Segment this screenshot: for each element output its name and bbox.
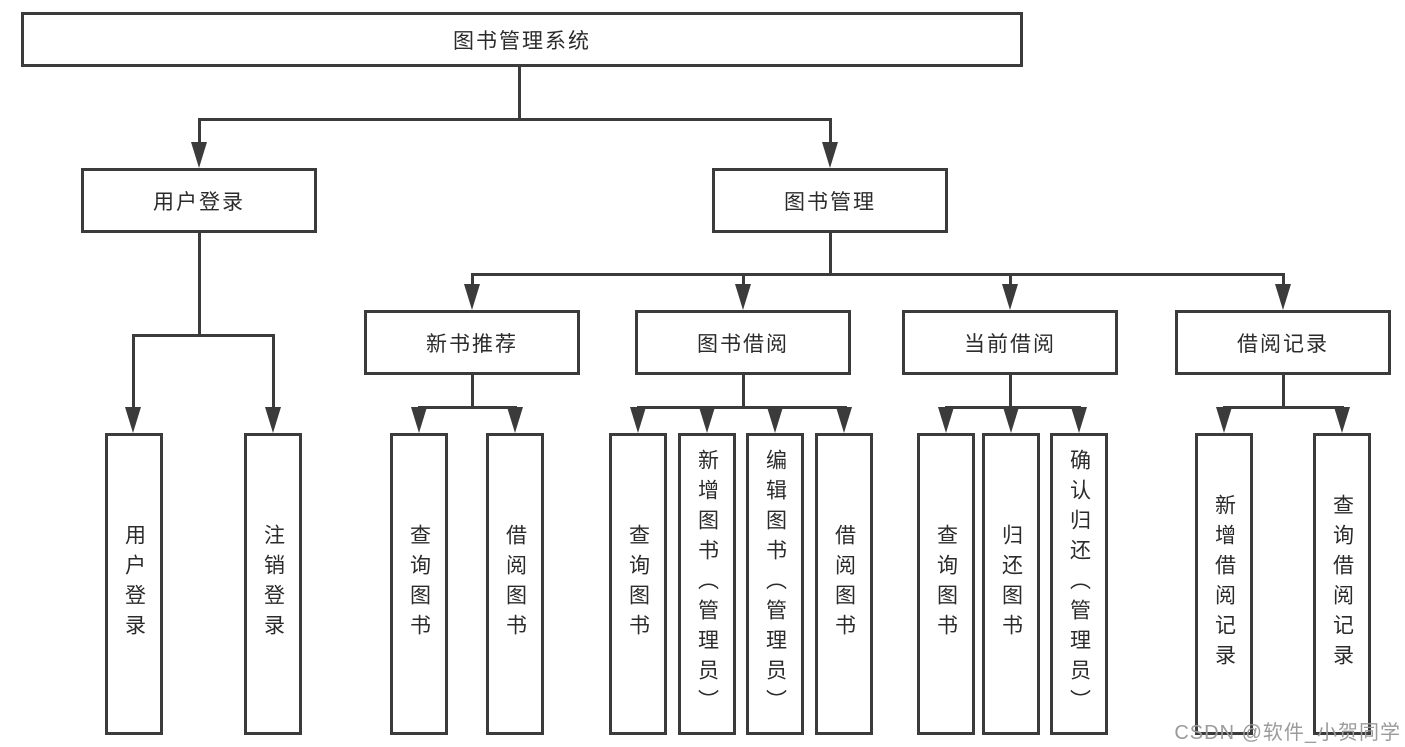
arrowhead-down [836, 407, 852, 433]
node-current-borrow: 当前借阅 [902, 310, 1118, 375]
leaf-borrow-add-books-admin: 新增图书（管理员） [678, 433, 736, 735]
arrowhead-down [767, 407, 783, 433]
leaf-logout: 注销登录 [244, 433, 302, 735]
leaf-borrow-edit-books-admin: 编辑图书（管理员） [746, 433, 804, 735]
connector-line [471, 273, 474, 287]
node-book-borrow: 图书借阅 [635, 310, 851, 375]
arrowhead-down [822, 142, 838, 168]
arrowhead-down [191, 142, 207, 168]
leaf-user-login: 用户登录 [105, 433, 163, 735]
connector-line [742, 375, 745, 408]
leaf-label: 编辑图书（管理员） [763, 449, 787, 719]
arrowhead-down [1003, 407, 1019, 433]
leaf-borrow-borrow-books: 借阅图书 [815, 433, 873, 735]
leaf-records-query-record: 查询借阅记录 [1313, 433, 1371, 735]
node-book-management: 图书管理 [712, 168, 948, 233]
leaf-current-return-books: 归还图书 [982, 433, 1040, 735]
connector-line [471, 375, 474, 408]
csdn-watermark: CSDN @软件_小贺同学 [1174, 722, 1401, 744]
connector-line [198, 118, 201, 146]
connector-line [829, 233, 832, 275]
leaf-label: 新增图书（管理员） [695, 449, 719, 719]
leaf-label: 注销登录 [261, 524, 285, 644]
arrowhead-down [1071, 407, 1087, 433]
connector-line [1223, 406, 1344, 409]
connector-line [198, 118, 832, 121]
node-new-book-recommend: 新书推荐 [364, 310, 580, 375]
leaf-label: 查询图书 [407, 524, 431, 644]
leaf-label: 查询图书 [934, 524, 958, 644]
leaf-newbooks-borrow-books: 借阅图书 [486, 433, 544, 735]
connector-line [272, 334, 275, 410]
arrowhead-down [1216, 407, 1232, 433]
arrowhead-down [265, 407, 281, 433]
leaf-label: 查询图书 [626, 524, 650, 644]
leaf-label: 新增借阅记录 [1212, 494, 1236, 674]
leaf-label: 查询借阅记录 [1330, 494, 1354, 674]
connector-line [1009, 273, 1012, 287]
leaf-label: 归还图书 [999, 524, 1023, 644]
leaf-current-query-books: 查询图书 [917, 433, 975, 735]
connector-line [637, 406, 847, 409]
connector-line [132, 334, 275, 337]
node-borrow-records: 借阅记录 [1175, 310, 1391, 375]
connector-line [132, 334, 135, 410]
arrowhead-down [125, 407, 141, 433]
connector-line [418, 406, 517, 409]
leaf-newbooks-query-books: 查询图书 [390, 433, 448, 735]
arrowhead-down [464, 284, 480, 310]
leaf-label: 借阅图书 [832, 524, 856, 644]
connector-line [742, 273, 745, 287]
connector-line [829, 118, 832, 146]
node-user-login: 用户登录 [81, 168, 317, 233]
leaf-label: 用户登录 [122, 524, 146, 644]
arrowhead-down [1002, 284, 1018, 310]
connector-line [1282, 273, 1285, 287]
connector-line [1009, 375, 1012, 408]
arrowhead-down [699, 407, 715, 433]
connector-line [471, 273, 1284, 276]
connector-line [1282, 375, 1285, 408]
leaf-records-add-record: 新增借阅记录 [1195, 433, 1253, 735]
leaf-label: 确认归还（管理员） [1067, 449, 1091, 719]
arrowhead-down [735, 284, 751, 310]
arrowhead-down [507, 407, 523, 433]
connector-line [198, 233, 201, 336]
arrowhead-down [411, 407, 427, 433]
arrowhead-down [630, 407, 646, 433]
leaf-label: 借阅图书 [503, 524, 527, 644]
arrowhead-down [1275, 284, 1291, 310]
node-library-system: 图书管理系统 [21, 12, 1023, 67]
arrowhead-down [938, 407, 954, 433]
connector-line [518, 67, 521, 120]
leaf-current-confirm-return-admin: 确认归还（管理员） [1050, 433, 1108, 735]
arrowhead-down [1334, 407, 1350, 433]
leaf-borrow-query-books: 查询图书 [609, 433, 667, 735]
